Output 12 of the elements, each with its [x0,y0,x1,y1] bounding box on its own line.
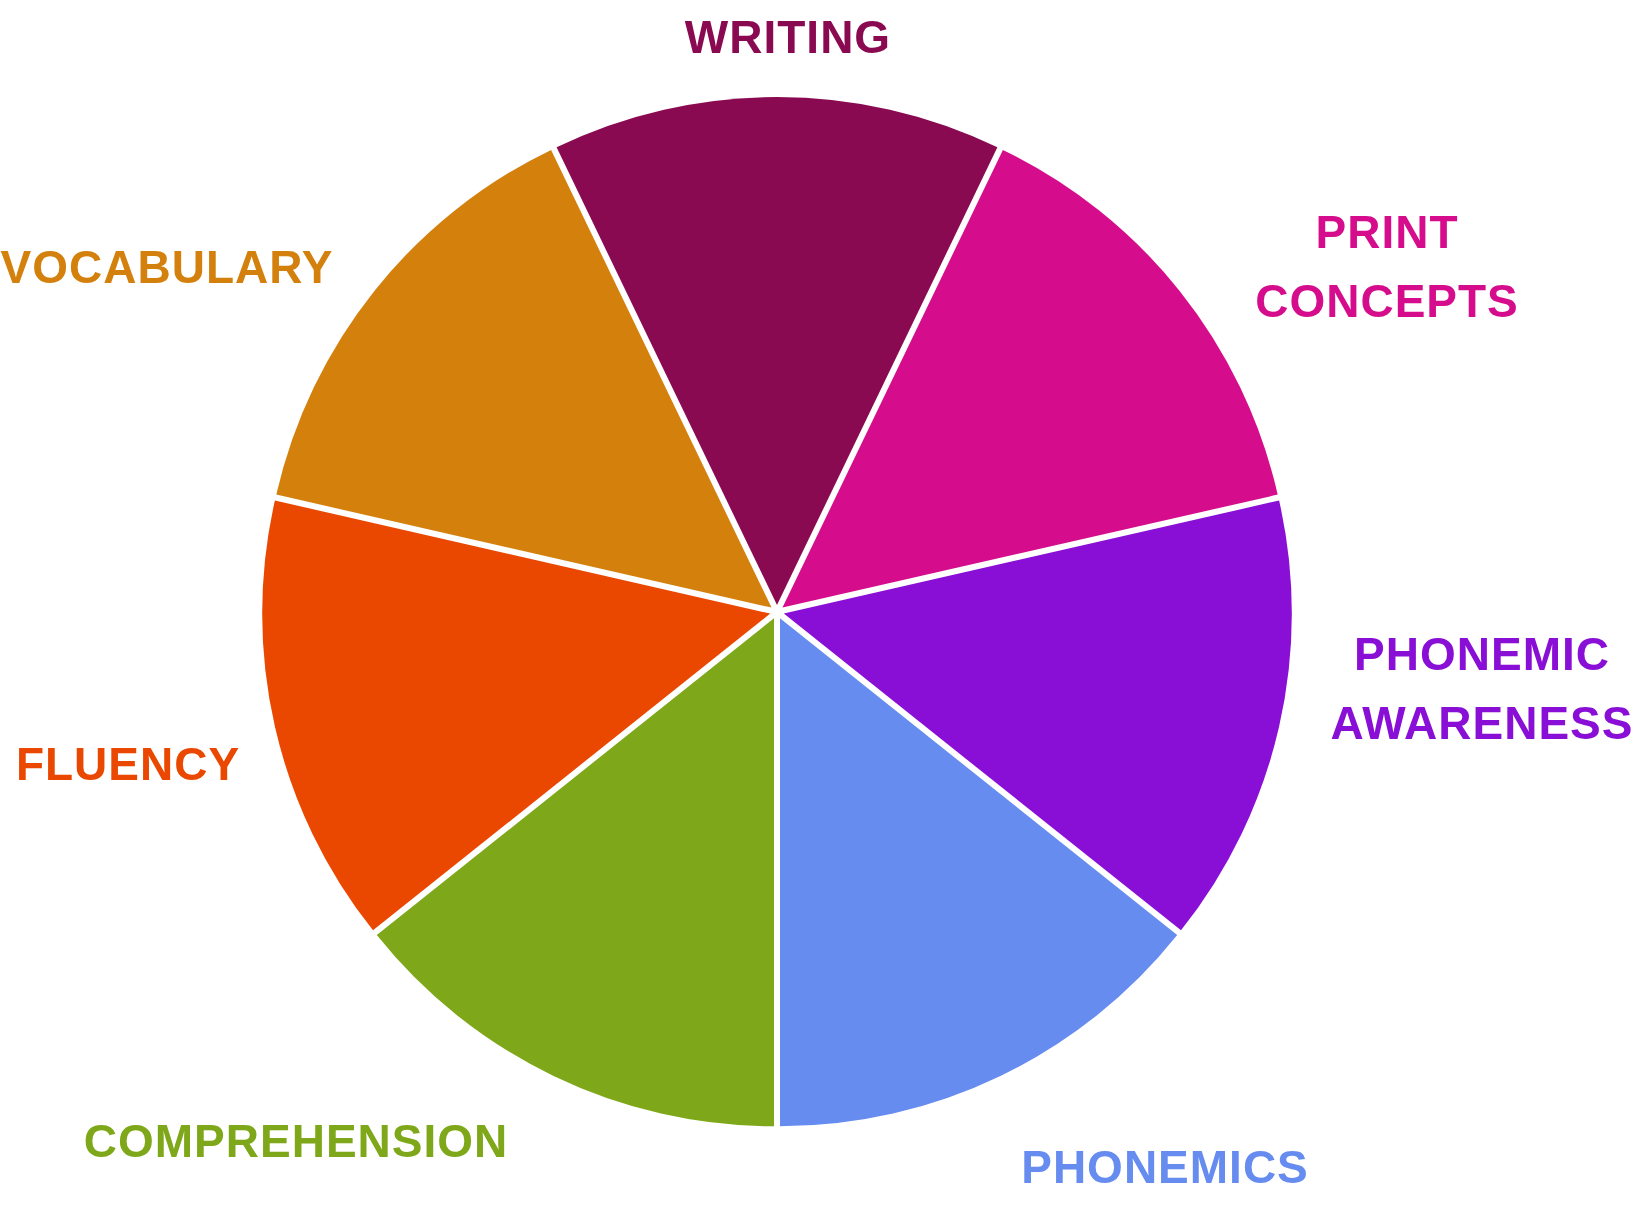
slice-label: PHONEMIC AWARENESS [1330,627,1634,751]
pie-slice [783,500,1292,931]
slice-label: PRINT CONCEPTS [1255,205,1519,329]
slice-label: PHONEMICS [1021,1139,1309,1195]
pie-slice [376,618,774,1127]
pie-slice [556,98,998,605]
slice-label: WRITING [684,9,892,65]
pie-slice [262,500,771,931]
slice-label: FLUENCY [15,736,241,792]
pie-slice [780,618,1178,1127]
slice-label: COMPREHENSION [83,1113,509,1169]
slice-label: VOCABULARY [0,239,334,295]
